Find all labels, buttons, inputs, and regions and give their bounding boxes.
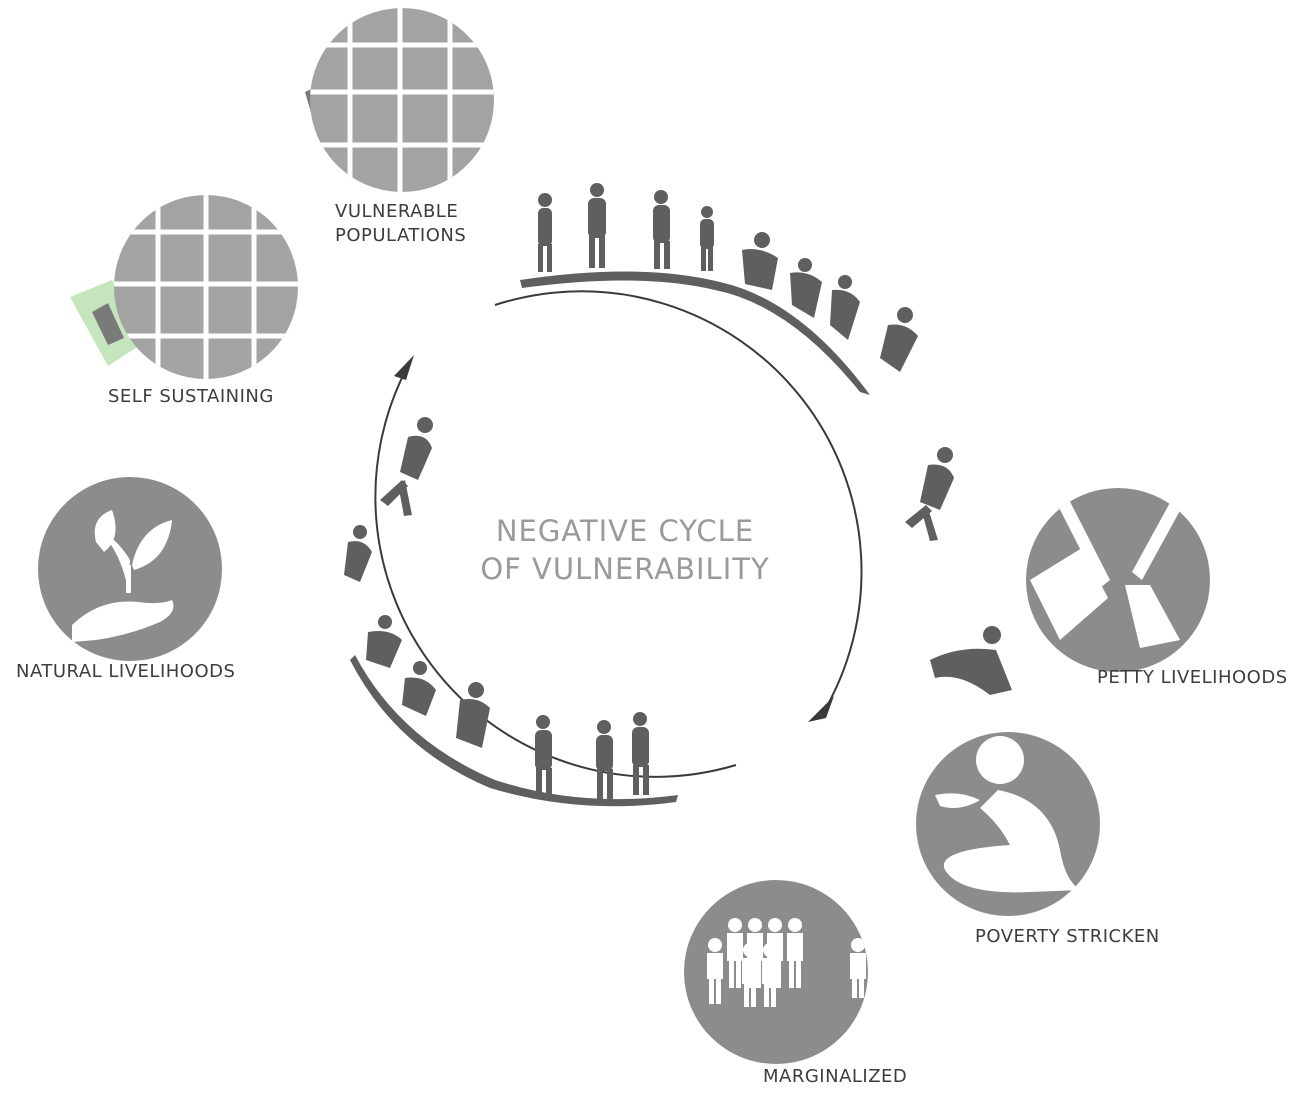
person-figure-12: [632, 712, 649, 795]
climbing-figure-2: [402, 661, 436, 716]
natural-livelihoods-label: NATURAL LIVELIHOODS: [16, 661, 236, 682]
petty-livelihoods-label: PETTY LIVELIHOODS: [1097, 667, 1288, 688]
cycle-title: NEGATIVE CYCLE OF VULNERABILITY: [430, 512, 820, 588]
sprout-icon: [94, 510, 172, 593]
self-sustaining-label: SELF SUSTAINING: [108, 386, 274, 407]
petty-livelihoods-icon: [1026, 488, 1210, 672]
falling-figure-left-2: [344, 525, 372, 582]
tag-shape-icon: [92, 303, 124, 345]
person-figure-10: [535, 715, 552, 796]
person-figure-9: [456, 682, 490, 748]
falling-figure-right-2: [930, 626, 1012, 695]
marginalized-icon: [684, 880, 868, 1064]
mop-icon: [1125, 488, 1188, 648]
vulnerable-populations-icon: [305, 8, 494, 192]
person-figure-3: [653, 190, 670, 269]
person-figure-6: [790, 258, 822, 318]
person-figure-8: [880, 307, 918, 372]
cycle-title-line-1: NEGATIVE CYCLE: [495, 514, 755, 548]
marginalized-label: MARGINALIZED: [763, 1066, 908, 1087]
right-arc-arrow: [494, 290, 863, 719]
falling-figure-left-1: [380, 417, 433, 516]
left-arrow-head: [394, 355, 414, 380]
right-arrow-head: [808, 696, 834, 722]
walking-people-bottom: [350, 615, 678, 807]
person-figure-5: [742, 232, 778, 290]
vulnerable-populations-label-line-1: VULNERABLE: [335, 201, 459, 222]
falling-figure-right-1: [905, 447, 954, 541]
person-figure-11: [596, 720, 613, 799]
person-figure-4: [700, 206, 714, 271]
poverty-stricken-label: POVERTY STRICKEN: [975, 926, 1160, 947]
person-figure-2: [588, 183, 606, 268]
self-sustaining-icon: [70, 195, 298, 379]
crowd-icon: [707, 918, 866, 1007]
beggar-figure-icon: [935, 736, 1080, 893]
person-figure-7: [830, 275, 860, 340]
climbing-figure-1: [366, 615, 402, 668]
vulnerable-populations-label: VULNERABLE POPULATIONS: [335, 200, 466, 248]
vulnerable-populations-label-line-2: POPULATIONS: [335, 225, 467, 246]
hand-icon: [72, 600, 174, 642]
poverty-stricken-icon: [916, 732, 1100, 916]
falling-figures: [344, 417, 1012, 695]
natural-livelihoods-icon: [38, 477, 222, 661]
person-figure-1: [538, 193, 552, 272]
cycle-title-line-2: OF VULNERABILITY: [480, 552, 770, 586]
walking-people-top: [520, 183, 918, 395]
broom-icon: [1030, 488, 1110, 640]
isolated-person-icon: [850, 938, 866, 998]
